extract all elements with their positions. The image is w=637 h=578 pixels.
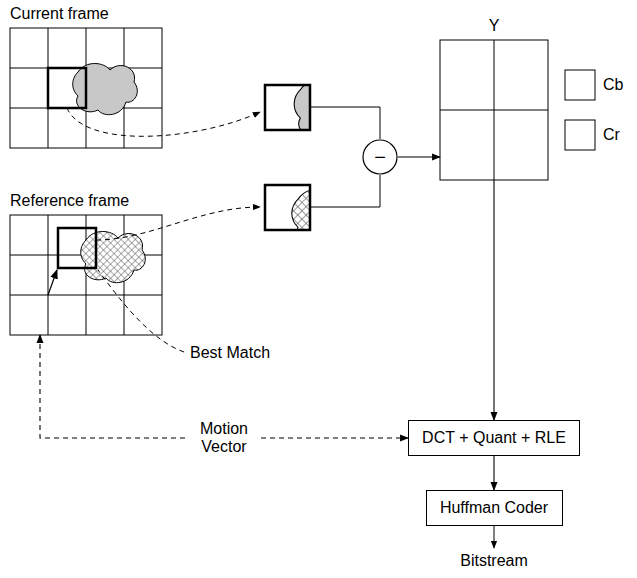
box-text: Huffman Coder [440,499,548,517]
extract-arrow [67,108,260,136]
node-label: Cr [603,120,631,150]
current-block [48,68,86,108]
connector-arrow [493,180,494,420]
output-label: Bitstream [460,552,528,570]
circle-outline [363,140,397,174]
box-text: DCT + Quant + RLE [422,429,566,447]
frame-panel: Reference frame [10,191,162,335]
callout-label: Best Match [190,344,270,362]
node-label: Reference frame [10,191,162,215]
cr-block [565,120,595,150]
luma-block: Y [440,16,548,180]
best-match-block [58,228,96,268]
current-macroblock [265,85,310,130]
subtractor-circle: − [362,139,398,175]
output-arrow [494,526,495,548]
macroblock-content [292,189,310,230]
current-frame-grid [10,28,162,148]
frame-panel: Current frame [10,4,162,148]
extract-arrow [96,207,260,240]
reference-blob [81,232,146,283]
leader-line [98,270,184,352]
wire [310,175,380,207]
process-box: DCT + Quant + RLE [408,420,580,456]
node-label: Current frame [10,4,162,28]
node-label: Cb [603,70,631,100]
process-box: Huffman Coder [426,490,563,526]
connector-arrow [493,456,494,490]
motion-vector-arrow [48,270,57,295]
chroma-block: Cr [565,120,631,150]
cb-block [565,70,595,100]
chroma-block: Cb [565,70,631,100]
connector-arrow [398,156,440,157]
y-block-grid [440,40,548,180]
reference-macroblock [265,185,310,230]
macroblock-content [294,85,310,130]
reference-frame-grid [10,215,162,335]
wire [310,107,380,139]
node-label: − [362,139,398,175]
edge-label: Motion Vector [189,419,259,457]
node-label: Y [440,16,548,40]
